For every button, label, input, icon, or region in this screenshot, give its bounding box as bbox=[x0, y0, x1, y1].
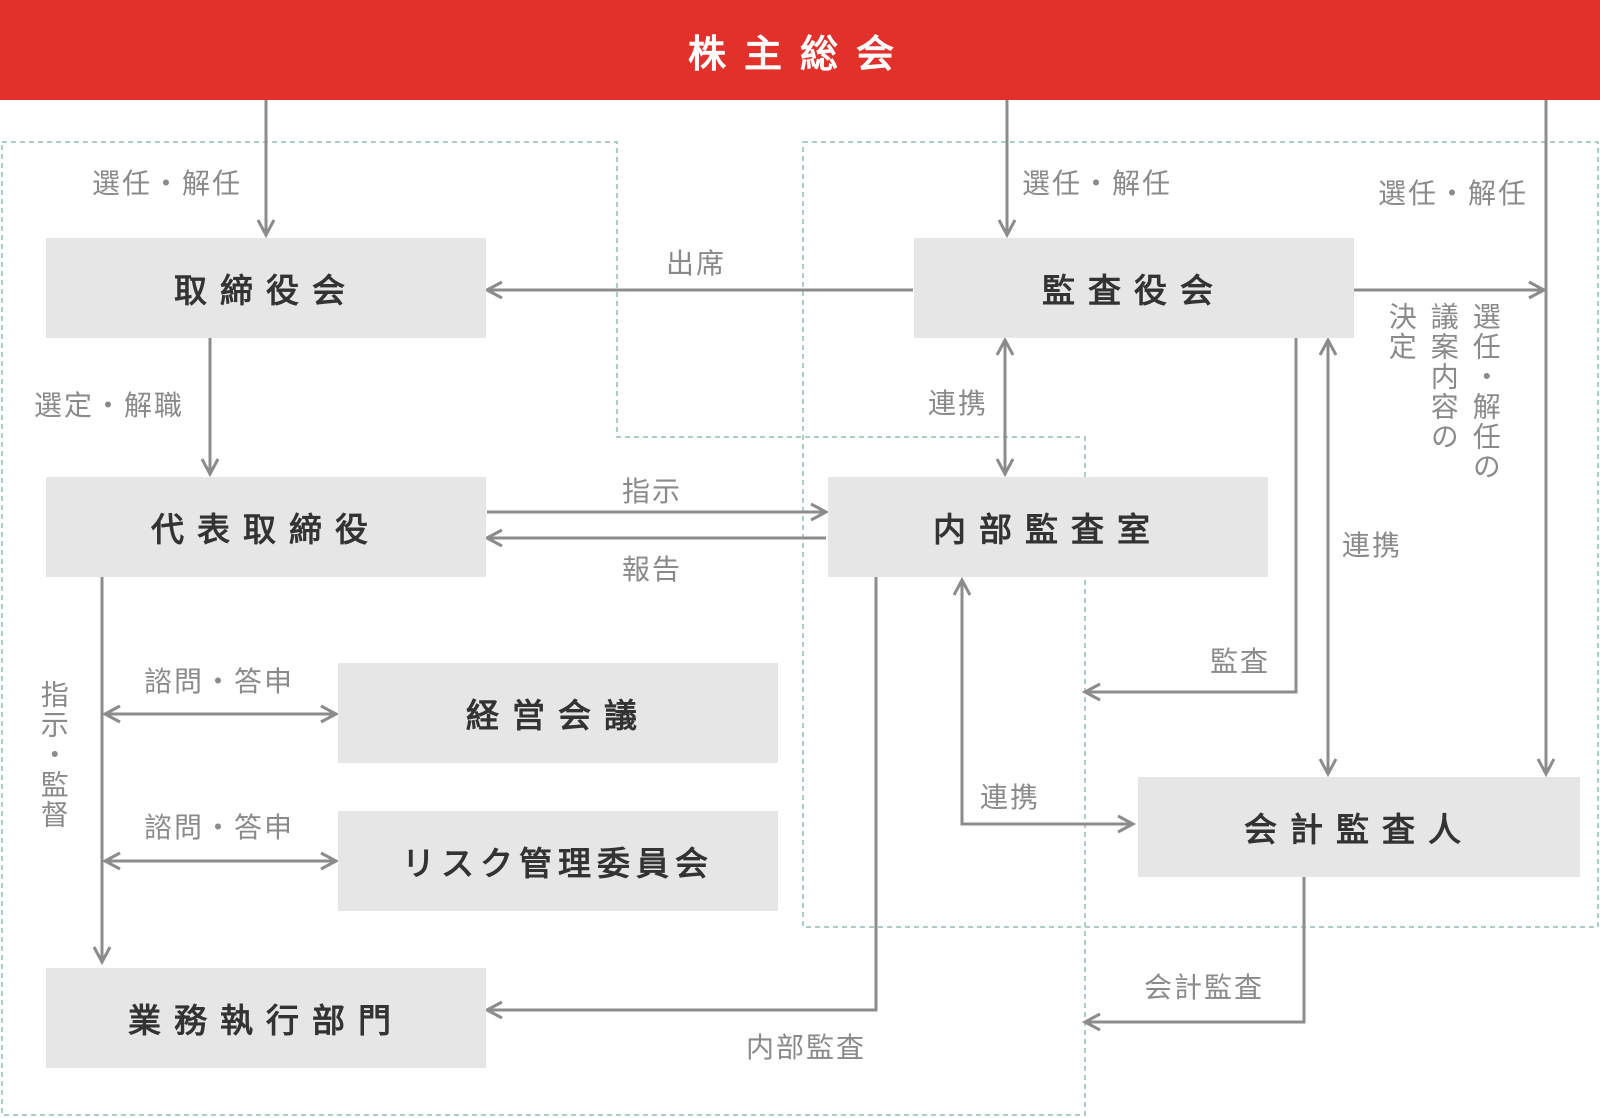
risk-committee-label: リスク管理委員会 bbox=[402, 844, 714, 883]
arrow-audit bbox=[1085, 338, 1298, 692]
arrow-internal-audit bbox=[487, 577, 878, 1010]
label-attendance: 出席 bbox=[666, 247, 727, 280]
arrow-accounting-audit bbox=[1085, 877, 1306, 1022]
representative-director-label: 代表取締役 bbox=[151, 510, 381, 549]
label-elect-dismiss-accounting: 選任・解任 bbox=[1378, 177, 1529, 210]
label-elect-dismiss-audit: 選任・解任 bbox=[1022, 167, 1173, 200]
accounting-auditor-label: 会計監査人 bbox=[1244, 810, 1474, 849]
label-coordination-accounting: 連携 bbox=[1342, 529, 1403, 562]
risk-committee-box: リスク管理委員会 bbox=[338, 811, 778, 911]
shareholders-meeting-title: 株主総会 bbox=[687, 31, 912, 76]
label-report: 報告 bbox=[622, 553, 683, 586]
board-of-directors-box: 取締役会 bbox=[46, 238, 486, 338]
audit-board-label: 監査役会 bbox=[1042, 271, 1226, 310]
representative-director-box: 代表取締役 bbox=[46, 477, 486, 577]
label-consult-risk: 諮問・答申 bbox=[144, 811, 295, 844]
label-agenda-col1: 選任・解任の bbox=[1468, 302, 1502, 482]
label-agenda-col2: 議案内容の bbox=[1426, 302, 1460, 452]
internal-audit-office-box: 内部監査室 bbox=[828, 477, 1268, 577]
label-elect-dismiss-board: 選任・解任 bbox=[92, 167, 243, 200]
label-instruction: 指示 bbox=[622, 475, 683, 508]
label-internal-audit: 内部監査 bbox=[746, 1031, 867, 1064]
audit-board-box: 監査役会 bbox=[914, 238, 1354, 338]
label-audit: 監査 bbox=[1210, 645, 1271, 678]
management-meeting-label: 経営会議 bbox=[466, 696, 650, 735]
management-meeting-box: 経営会議 bbox=[338, 663, 778, 763]
dashed-region-right bbox=[802, 141, 1599, 928]
label-coordination-audit-internal: 連携 bbox=[928, 387, 989, 420]
business-division-label: 業務執行部門 bbox=[128, 1001, 404, 1040]
label-instruct-supervise: 指示・監督 bbox=[36, 680, 70, 830]
label-accounting-audit: 会計監査 bbox=[1144, 971, 1265, 1004]
board-of-directors-label: 取締役会 bbox=[174, 271, 358, 310]
label-consult-mgmt: 諮問・答申 bbox=[144, 665, 295, 698]
label-coordination-internal-accounting: 連携 bbox=[980, 781, 1041, 814]
label-select-dismiss: 選定・解職 bbox=[34, 389, 185, 422]
internal-audit-office-label: 内部監査室 bbox=[933, 510, 1163, 549]
business-division-box: 業務執行部門 bbox=[46, 968, 486, 1068]
dashed-region-left bbox=[1, 141, 1086, 1116]
accounting-auditor-box: 会計監査人 bbox=[1138, 777, 1580, 877]
label-agenda-col3: 決定 bbox=[1384, 302, 1418, 362]
arrow-coordination-internal-accounting bbox=[962, 580, 1133, 824]
shareholders-meeting-header: 株主総会 bbox=[0, 0, 1600, 100]
